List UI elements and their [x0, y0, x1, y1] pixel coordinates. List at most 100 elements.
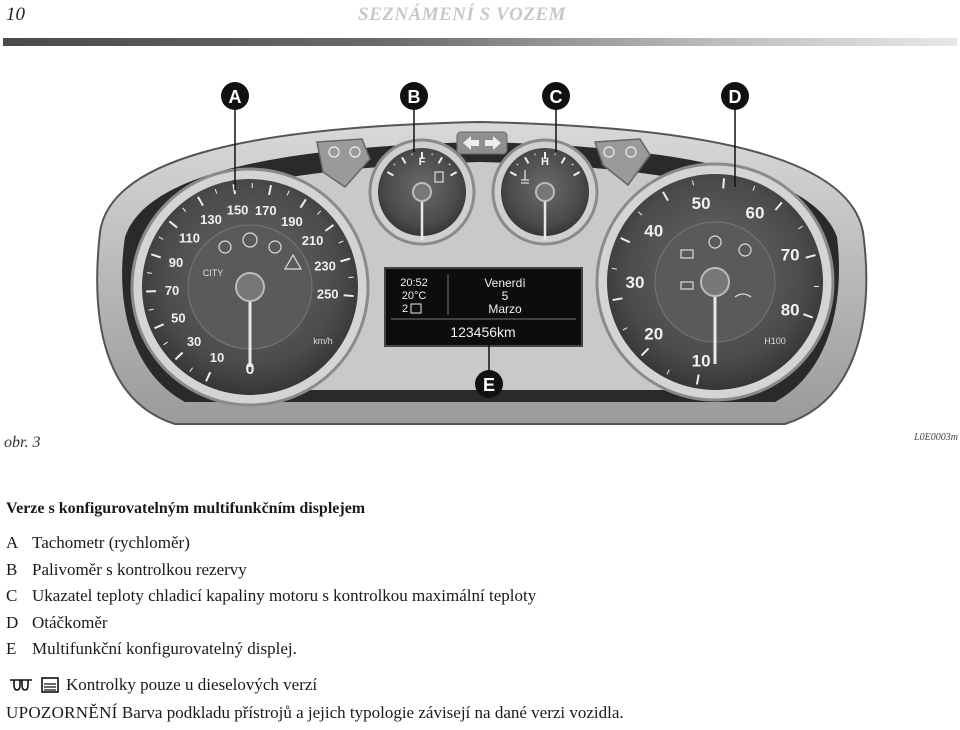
- speedo-hub: [235, 272, 265, 302]
- temp-ticks-tick: [516, 163, 519, 166]
- display-time: 20:52: [400, 277, 428, 289]
- tacho-tick-label: 50: [692, 194, 711, 213]
- tacho-ticks-tick: [611, 267, 617, 270]
- fuel-pump-icon: [434, 171, 444, 183]
- speedo-tick-label: 110: [179, 230, 200, 245]
- tacho-unit-label: H100: [764, 336, 786, 346]
- temp-ticks-tick: [534, 153, 536, 156]
- speedo-ticks-tick: [154, 323, 165, 330]
- display-temperature: 20°C: [402, 290, 427, 302]
- tacho-tick-label: 80: [781, 300, 800, 319]
- display-day-number: 5: [502, 289, 509, 303]
- chapter-title: SEZNÁMENÍ S VOZEM: [358, 4, 567, 25]
- speedo-tick-label: 190: [281, 214, 303, 229]
- legend-letter: C: [6, 586, 18, 605]
- temp-ticks-tick: [554, 153, 556, 156]
- figure-caption: obr. 3: [4, 434, 41, 451]
- speedo-ticks-tick: [163, 341, 168, 346]
- tacho-tick-label: 10: [692, 352, 711, 371]
- speedo-ticks-tick: [343, 294, 354, 298]
- speedo-unit-label: km/h: [313, 336, 333, 346]
- speedo-ticks-tick: [214, 188, 218, 194]
- tacho-ticks-tick: [798, 225, 803, 230]
- tacho-hub: [700, 267, 730, 297]
- diesel-note: Kontrolky pouze u dieselových verzí: [8, 675, 317, 695]
- tacho-ticks-tick: [620, 237, 631, 244]
- speedo-ticks-tick: [232, 184, 237, 195]
- fuel-ticks-tick: [393, 163, 396, 166]
- legend-text: Palivoměr s kontrolkou rezervy: [32, 559, 247, 579]
- temp-ticks-tick: [573, 171, 581, 177]
- tacho-ticks-tick: [622, 327, 628, 331]
- tacho-ticks-tick: [612, 297, 623, 302]
- display-gear: 2: [402, 303, 408, 315]
- speedo-ticks-tick: [158, 236, 164, 240]
- svg-text:B: B: [408, 87, 421, 107]
- tacho-warning-lights: [680, 235, 752, 298]
- temp-ticks-tick: [571, 163, 574, 166]
- callout-b: B: [400, 82, 428, 110]
- temp-ticks-tick: [560, 156, 566, 164]
- warning-title: UPOZORNĚNÍ: [6, 703, 118, 722]
- legend-letter: E: [6, 639, 17, 658]
- section-heading: Verze s konfigurovatelným multifunkčním …: [6, 500, 366, 517]
- speedo-tick-label: 250: [317, 286, 339, 301]
- water-in-fuel-icon: [41, 677, 59, 693]
- fuel-ticks-tick: [437, 156, 443, 164]
- speedo-ticks-tick: [148, 308, 154, 311]
- speedo-ticks-tick: [205, 371, 212, 382]
- speedo-tick-label: 10: [210, 350, 224, 365]
- legend-item-b: B Palivoměr s kontrolkou rezervy: [6, 559, 536, 586]
- speedo-ticks-tick: [317, 210, 322, 215]
- tacho-tick-label: 60: [746, 204, 765, 223]
- speedo-ticks-tick: [268, 184, 273, 196]
- left-light-pod: [316, 138, 371, 188]
- fuel-ticks-tick: [448, 163, 451, 166]
- fuel-ticks-tick: [386, 171, 394, 177]
- temp-ticks-tick: [524, 156, 530, 164]
- speedo-ticks-tick: [189, 367, 194, 373]
- right-light-pod: [593, 138, 651, 187]
- header-bar: [3, 38, 957, 46]
- callout-a: A: [221, 82, 249, 110]
- speedo-tick-label: 90: [169, 255, 183, 270]
- callout-d: D: [721, 82, 749, 110]
- fuel-ticks-tick: [401, 156, 407, 164]
- fuel-ticks-tick: [450, 171, 458, 177]
- tacho-tick-label: 30: [626, 273, 645, 292]
- warning-note: UPOZORNĚNÍ Barva podkladu přístrojů a je…: [6, 703, 624, 723]
- speedo-warning-lights: [218, 232, 303, 270]
- display-month: Marzo: [488, 302, 522, 316]
- legend-text: Ukazatel teploty chladicí kapaliny motor…: [32, 586, 537, 605]
- legend-item-c: C Ukazatel teploty chladicí kapaliny moto…: [6, 585, 536, 612]
- speedo-ticks-tick: [150, 253, 162, 259]
- speedo-ticks-tick: [286, 190, 290, 196]
- svg-text:D: D: [729, 87, 742, 107]
- tacho-ticks-tick: [774, 201, 783, 211]
- tacho-tick-label: 70: [781, 246, 800, 265]
- speedo-tick-label: 30: [187, 334, 201, 349]
- tacho-tick-label: 20: [644, 324, 663, 343]
- display-gear-indicator: [410, 303, 422, 314]
- multifunction-display: 20:52 20°C 2 Venerdì 5 Marzo 123456km: [384, 267, 583, 347]
- speedo-tick-label: 150: [227, 203, 249, 218]
- warning-text: Barva podkladu přístrojů a jejich typolo…: [121, 703, 624, 722]
- speedo-tick-label: 70: [165, 283, 179, 298]
- legend-letter: B: [6, 559, 18, 579]
- tacho-ticks-tick: [695, 374, 700, 385]
- display-odometer: 123456km: [450, 324, 515, 340]
- speedo-ticks-tick: [299, 198, 307, 209]
- legend-letter: D: [6, 612, 19, 632]
- fuel-ticks-tick: [411, 153, 413, 156]
- speedo-tick-label: 210: [302, 233, 324, 248]
- coolant-temperature-icon: [521, 170, 529, 184]
- speedo-zero-label: 0: [246, 361, 255, 378]
- legend-letter: A: [6, 533, 19, 552]
- speedo-ticks-tick: [338, 240, 344, 244]
- callout-e: E: [475, 370, 503, 398]
